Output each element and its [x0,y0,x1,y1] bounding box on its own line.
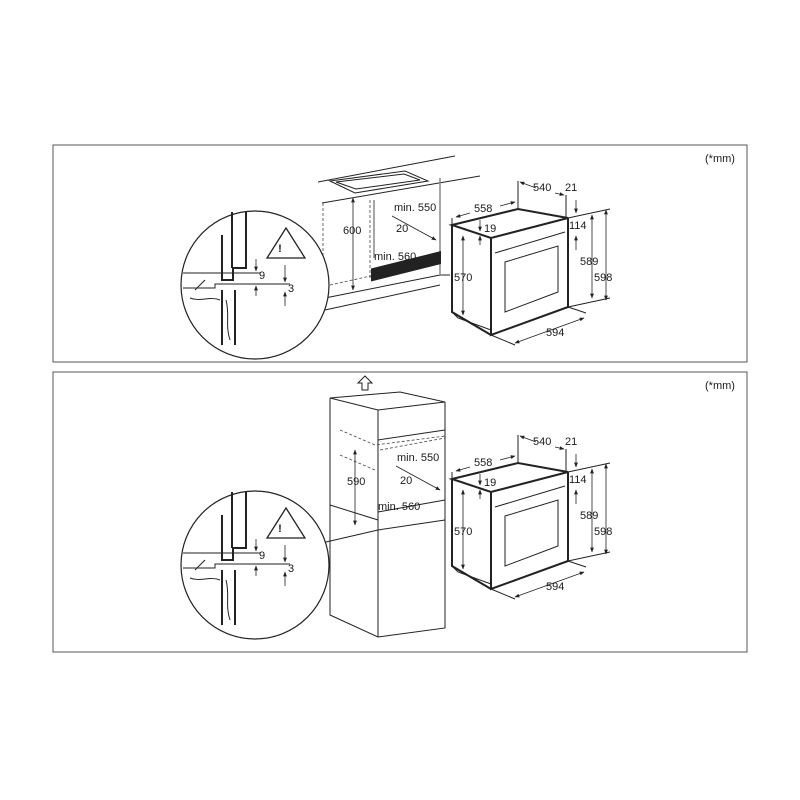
front-width-label: 594 [546,581,564,593]
front-height-inner-label: 589 [580,510,598,522]
niche-height-label: 590 [347,476,365,488]
front-width-label: 594 [546,327,564,339]
rear-gap-label: 20 [400,475,412,487]
door-thickness-label: 21 [565,182,577,194]
gap-top-label: 9 [259,550,265,562]
depth-total-label: 540 [533,436,551,448]
panel-undercounter: (*mm) 600 min. 550 20 min. 560 ! 9 3 540… [52,144,748,363]
side-depth-label: 558 [474,203,492,215]
body-height-label: 570 [454,272,472,284]
vent-strip [371,251,441,282]
niche-depth-label: min. 550 [397,452,439,464]
oven-dimensions: 540 21 558 19 114 570 589 598 594 [454,182,612,339]
door-thickness-label: 21 [565,436,577,448]
panel-offset-label: 114 [569,474,587,486]
front-height-label: 598 [594,272,612,284]
niche-height-label: 600 [343,225,361,237]
top-gap-label: 19 [484,223,496,235]
up-arrow-icon [356,375,374,391]
rear-gap-label: 20 [396,223,408,235]
niche-depth-label: min. 550 [394,202,436,214]
body-height-label: 570 [454,526,472,538]
warning-glyph: ! [278,243,282,255]
warning-glyph: ! [278,523,282,535]
front-height-label: 598 [594,526,612,538]
gap-bottom-label: 3 [288,283,294,295]
gap-top-label: 9 [259,270,265,282]
side-depth-label: 558 [474,457,492,469]
top-gap-label: 19 [484,477,496,489]
unit-label: (*mm) [705,153,735,165]
niche-width-label: min. 560 [378,501,420,513]
niche-width-label: min. 560 [374,251,416,263]
front-height-inner-label: 589 [580,256,598,268]
depth-total-label: 540 [533,182,551,194]
gap-bottom-label: 3 [288,563,294,575]
panel-column: (*mm) 590 min. 550 20 min. 560 ! 9 3 540… [52,371,748,653]
panel-offset-label: 114 [569,220,587,232]
oven-dimensions: 540 21 558 19 114 570 589 598 594 [454,436,612,593]
unit-label: (*mm) [705,380,735,392]
